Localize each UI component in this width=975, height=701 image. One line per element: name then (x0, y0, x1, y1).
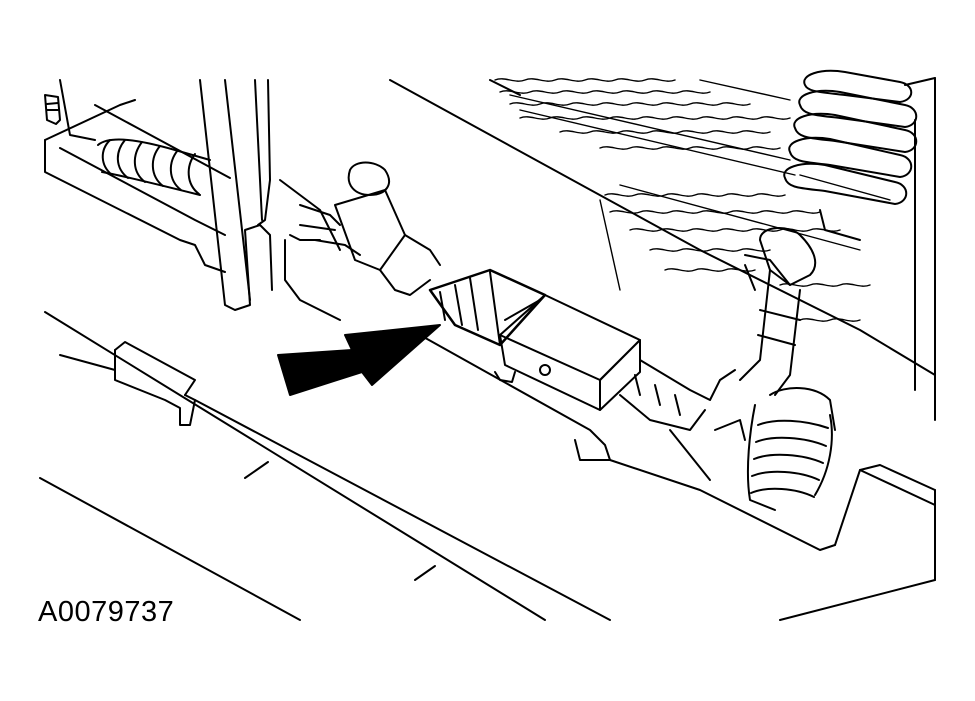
figure-id-label: A0079737 (38, 596, 175, 628)
vertical-pillar (199, 79, 273, 311)
arrow-pointer-icon (277, 324, 441, 396)
cooler-core (494, 78, 891, 322)
wiring-harness (299, 161, 441, 296)
lower-panel (39, 311, 611, 621)
vertical-hose-right (739, 227, 817, 396)
corrugated-hose-lower (746, 387, 836, 511)
tank-stack (783, 69, 936, 421)
small-fitting (44, 79, 96, 141)
module-wiring (619, 359, 746, 481)
electrical-connector (428, 268, 641, 411)
tray-ledge (44, 79, 936, 621)
corrugated-hose-left (97, 138, 211, 196)
